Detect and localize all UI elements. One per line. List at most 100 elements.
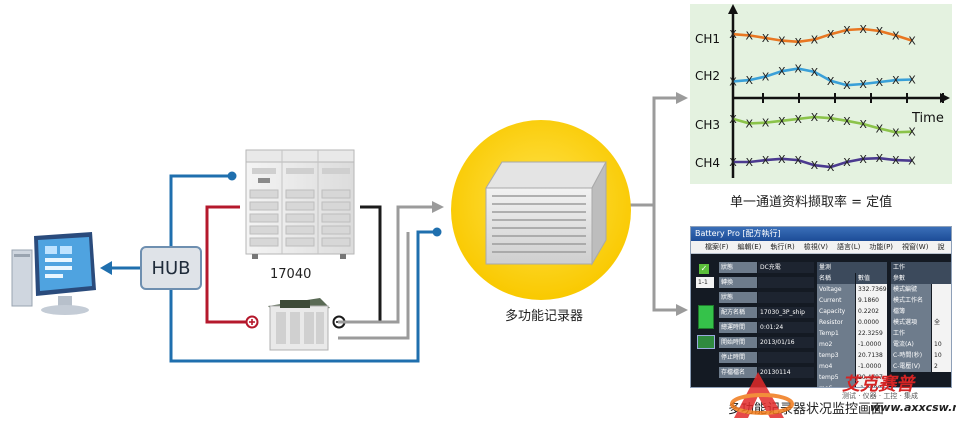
data-point-marker: X bbox=[729, 156, 737, 169]
mid-row-value: -1.0000 bbox=[856, 339, 887, 350]
cabinet-model-label: 17040 bbox=[270, 267, 312, 282]
monitoring-screen: Battery Pro [配方執行] 檔案(F)編輯(E)執行(R)檢視(V)語… bbox=[690, 226, 952, 388]
left-row-value: 17030_3P_ship bbox=[758, 307, 814, 318]
menu-item: 視窗(W) bbox=[902, 243, 929, 251]
hub-box: HUB bbox=[140, 246, 202, 290]
watermark-brand: 艾克赛普 bbox=[842, 374, 914, 395]
monitor-arrow bbox=[676, 304, 688, 316]
right-row-value bbox=[932, 306, 951, 317]
menu-item: 編輯(E) bbox=[737, 243, 762, 251]
battery-icon bbox=[698, 305, 714, 329]
sensor-lead-1 bbox=[338, 205, 432, 324]
data-point-marker: X bbox=[794, 36, 802, 49]
data-point-marker: X bbox=[762, 154, 770, 167]
monitor-menubar: 檔案(F)編輯(E)執行(R)檢視(V)語言(L)功能(P)視窗(W)說明(H) bbox=[691, 241, 951, 263]
data-point-marker: X bbox=[811, 111, 819, 124]
mid-row-name: mo2 bbox=[817, 339, 855, 350]
data-point-marker: X bbox=[778, 115, 786, 128]
mid-row-value: 22.3259 bbox=[856, 328, 887, 339]
right-row-name: 模式編號 bbox=[891, 284, 931, 295]
data-point-marker: X bbox=[859, 118, 867, 131]
mid-row-name: Capacity bbox=[817, 306, 855, 317]
data-point-marker: X bbox=[794, 154, 802, 167]
mid-row-name: mo6 bbox=[817, 383, 855, 387]
recorder-label: 多功能记录器 bbox=[505, 309, 584, 324]
left-row-value: DC充電 bbox=[758, 262, 814, 273]
mid-header: 量測 bbox=[817, 262, 887, 273]
series-label: CH2 bbox=[695, 69, 720, 83]
left-row-value: 0:01:24 bbox=[758, 322, 814, 333]
chart-caption: 单一通道资料撷取率 = 定值 bbox=[730, 195, 893, 210]
data-point-marker: X bbox=[908, 126, 916, 139]
menu-item: 檔案(F) bbox=[705, 243, 729, 251]
data-point-marker: X bbox=[745, 74, 753, 87]
watermark-url: www.axxcsw.net bbox=[870, 401, 956, 414]
hub-pc-arrow bbox=[100, 261, 112, 275]
watermark-tagline: 测试 · 仪器 · 工控 · 集成 bbox=[842, 392, 919, 400]
mid-row-value: 20.4797 bbox=[856, 372, 887, 383]
series-line-CH2 bbox=[732, 67, 913, 87]
mid-row-value: 332.7369 bbox=[856, 284, 887, 295]
positive-cable bbox=[205, 205, 248, 324]
mid-row-name: Temp1 bbox=[817, 328, 855, 339]
menu-item: 功能(P) bbox=[869, 243, 894, 251]
right-row-name: C-電壓(V) bbox=[891, 361, 931, 372]
sensor-lead-1-arrow bbox=[432, 201, 444, 213]
y-axis-arrow bbox=[728, 4, 738, 14]
data-point-marker: X bbox=[843, 24, 851, 37]
output-to-chart bbox=[652, 96, 676, 205]
right-header: 工作 bbox=[891, 262, 951, 273]
data-point-marker: X bbox=[794, 63, 802, 76]
data-point-marker: X bbox=[908, 35, 916, 48]
mid-row-value: -1.0000 bbox=[856, 383, 887, 387]
x-axis-label: Time bbox=[911, 111, 944, 126]
left-row-key: 停止時間 bbox=[719, 352, 757, 363]
battery-module-illustration bbox=[268, 298, 330, 351]
data-point-marker: X bbox=[745, 156, 753, 169]
data-point-marker: X bbox=[778, 35, 786, 48]
menu-item: 檢視(V) bbox=[803, 243, 828, 251]
channel-label: 1-1 bbox=[696, 277, 714, 288]
right-col-name: 參數 bbox=[891, 273, 951, 284]
left-row-key: 狀態 bbox=[719, 262, 757, 273]
series-label: CH4 bbox=[695, 156, 720, 170]
hub-recorder-line bbox=[169, 230, 436, 363]
data-point-marker: X bbox=[843, 115, 851, 128]
data-point-marker: X bbox=[892, 29, 900, 42]
data-point-marker: X bbox=[729, 75, 737, 88]
menu-item: 執行(R) bbox=[770, 243, 795, 251]
data-point-marker: X bbox=[892, 74, 900, 87]
left-row-key: 存檔檔名 bbox=[719, 367, 757, 378]
series-label: CH3 bbox=[695, 118, 720, 132]
data-point-marker: X bbox=[827, 112, 835, 125]
mid-row-value: 0.0000 bbox=[856, 317, 887, 328]
data-point-marker: X bbox=[827, 75, 835, 88]
data-point-marker: X bbox=[794, 113, 802, 126]
sensor-lead-2 bbox=[338, 232, 410, 340]
mid-row-name: temp5 bbox=[817, 372, 855, 383]
data-point-marker: X bbox=[859, 78, 867, 91]
data-point-marker: X bbox=[892, 154, 900, 167]
data-point-marker: X bbox=[859, 153, 867, 166]
data-point-marker: X bbox=[892, 126, 900, 139]
series-line-CH1 bbox=[732, 27, 913, 44]
mid-col-value: 數值 bbox=[856, 273, 887, 284]
data-point-marker: X bbox=[908, 155, 916, 168]
left-row-value: 20130114 bbox=[758, 367, 814, 378]
right-row-value: 2 bbox=[932, 361, 951, 372]
left-row-value: 2013/01/16 16:10:40 bbox=[758, 337, 814, 348]
mid-row-value: -1.0000 bbox=[856, 361, 887, 372]
computer-illustration bbox=[11, 232, 96, 315]
mid-row-value: 0.2202 bbox=[856, 306, 887, 317]
data-point-marker: X bbox=[843, 156, 851, 169]
right-row-name: 檔簿 bbox=[891, 306, 931, 317]
data-point-marker: X bbox=[762, 71, 770, 84]
data-point-marker: X bbox=[762, 117, 770, 130]
right-row-value: 全 bbox=[932, 317, 951, 328]
right-row-value: 10 bbox=[932, 339, 951, 350]
right-row-value bbox=[932, 284, 951, 295]
menu-item: 語言(L) bbox=[836, 243, 861, 251]
data-point-marker: X bbox=[745, 117, 753, 130]
left-row-value bbox=[758, 277, 814, 288]
